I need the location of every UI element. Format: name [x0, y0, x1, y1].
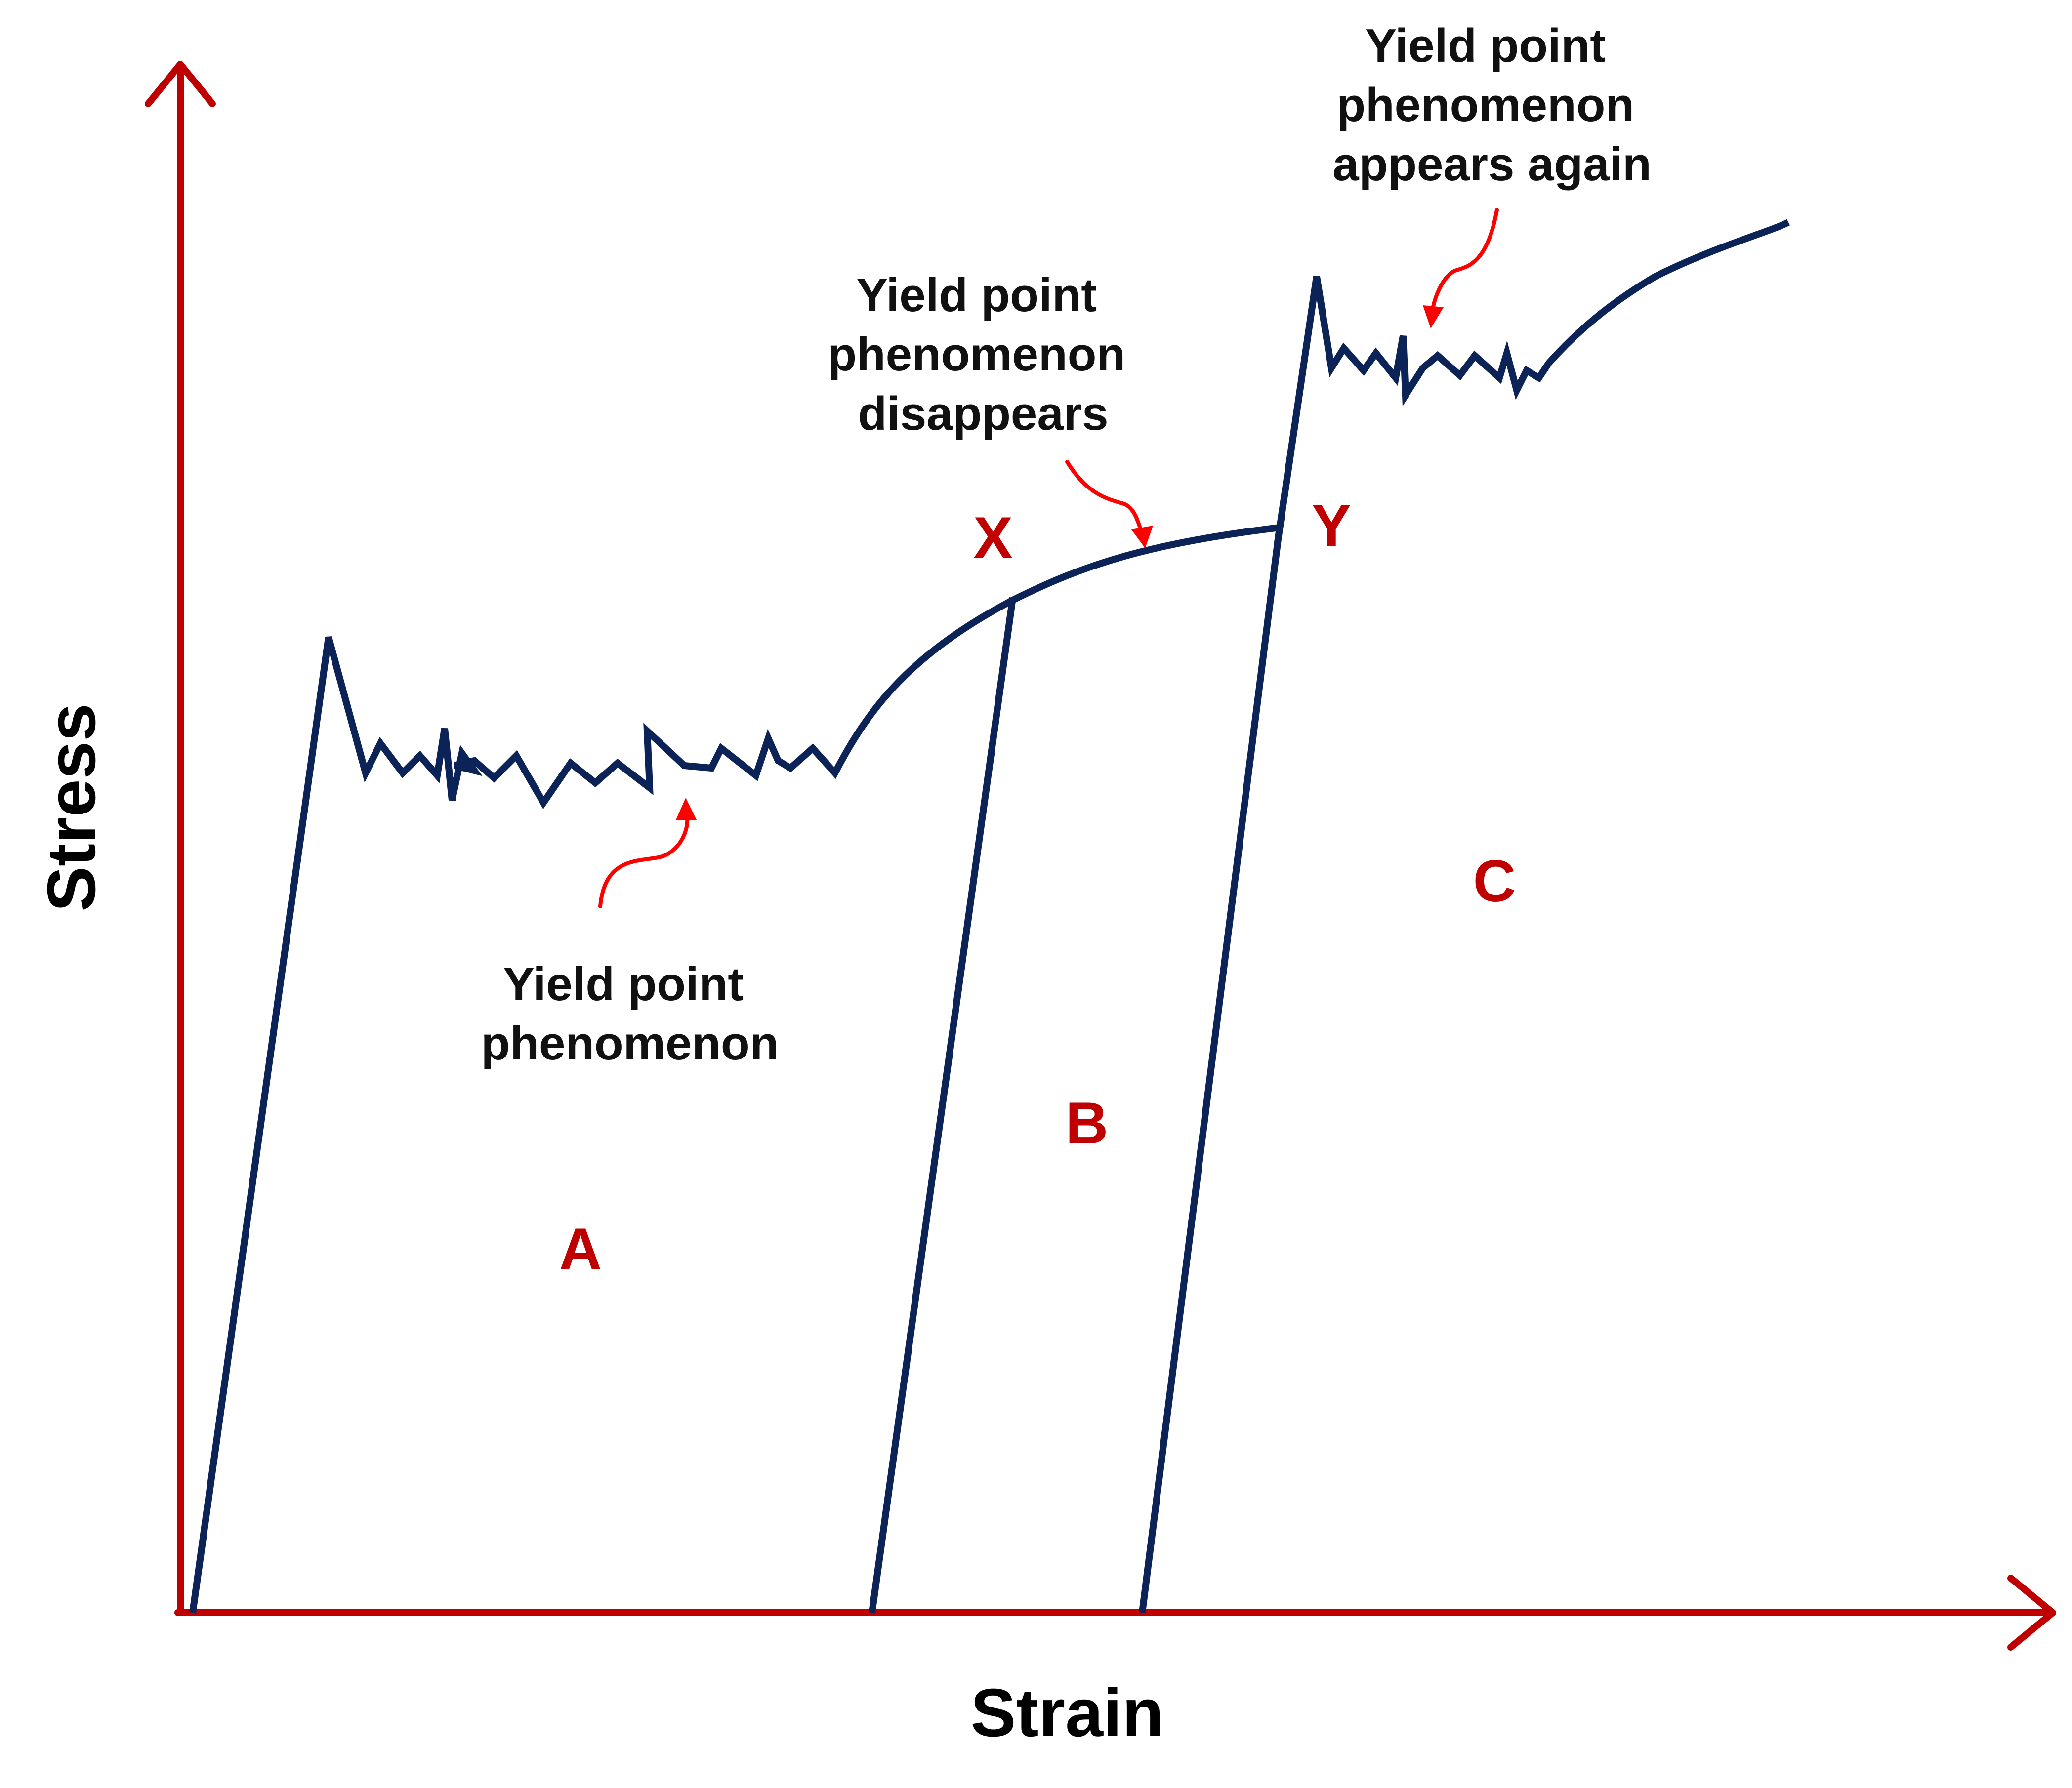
x-axis-arrowhead: [2007, 1575, 2056, 1651]
curve-a-loading: [189, 524, 1280, 1613]
annotation-disappears-line-3: disappears: [858, 387, 1109, 440]
x-axis-title: Strain: [970, 1675, 1163, 1751]
axes: [145, 61, 2056, 1651]
annotation-arrow-yield-point: [598, 798, 697, 908]
curve-c-reloading: [1274, 219, 1790, 547]
point-label-y: Y: [1312, 492, 1351, 559]
annotation-disappears-line-1: Yield point: [856, 269, 1097, 322]
annotation-appears-again-line-1: Yield point: [1365, 19, 1606, 72]
annotation-arrow-disappears: [1065, 460, 1153, 548]
annotation-yield-point: Yield point phenomenon: [481, 958, 779, 1070]
annotation-yield-point-line-1: Yield point: [503, 958, 744, 1011]
annotation-appears-again-line-2: phenomenon: [1336, 79, 1634, 131]
annotation-yield-point-line-2: phenomenon: [481, 1017, 779, 1070]
unload-line-y: [1139, 527, 1283, 1613]
annotation-disappears: Yield point phenomenon disappears: [828, 269, 1138, 440]
region-label-a: A: [559, 1216, 602, 1282]
y-axis-arrowhead: [145, 61, 216, 107]
y-axis-title: Stress: [34, 703, 110, 912]
annotation-appears-again: Yield point phenomenon appears again: [1332, 19, 1652, 191]
region-label-c: C: [1473, 848, 1516, 914]
annotation-disappears-line-2: phenomenon: [828, 328, 1125, 381]
point-label-x: X: [973, 505, 1013, 571]
region-label-b: B: [1066, 1090, 1109, 1156]
annotation-arrow-appears-again: [1423, 208, 1499, 328]
annotation-appears-again-line-3: appears again: [1332, 138, 1652, 191]
unload-line-x: [869, 597, 1016, 1613]
